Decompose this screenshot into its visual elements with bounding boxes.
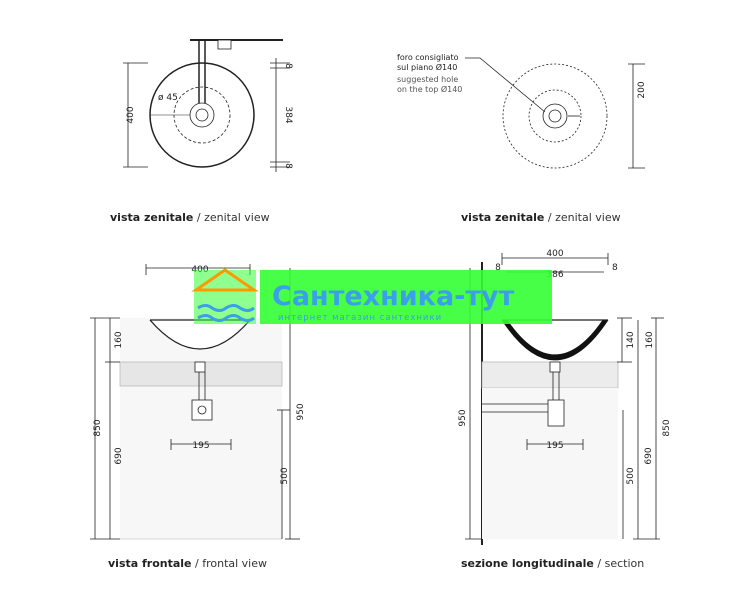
dim-section-195: 195 [546,441,563,451]
dim-front-690: 690 [114,447,124,464]
dim-384: 384 [283,106,293,123]
dim-front-950: 950 [296,403,306,420]
dim-front-195: 195 [192,441,209,451]
dim-section-386: 386 [546,270,563,280]
zenital-view-left [123,39,290,172]
note-suggested-hole-line4: on the top Ø140 [397,84,462,94]
caption-frontal-rest: / frontal view [191,557,268,570]
caption-zenital-left: vista zenitale / zenital view [110,211,270,224]
dim-section-400: 400 [546,249,563,259]
dim-8-bottom: 8 [283,163,293,169]
watermark-subtitle: интернет магазин сантехники [278,313,442,323]
watermark-title: Сантехника-тут [272,281,515,312]
caption-zenital-left-rest: / zenital view [193,211,270,224]
frontal-view [90,264,300,540]
dim-section-850: 850 [662,419,672,436]
dim-section-8-left: 8 [495,263,501,273]
note-suggested-hole-line3: suggested hole [397,75,458,84]
dim-section-500: 500 [626,467,636,484]
dim-section-8-right: 8 [612,263,618,273]
caption-zenital-left-bold: vista zenitale [110,211,194,224]
dim-400-left: 400 [126,106,136,123]
dim-hole-diameter: ø 45 [158,93,178,103]
caption-frontal-bold: vista frontale [108,557,192,570]
dim-8-top: 8 [283,63,293,69]
dim-section-160: 160 [645,331,655,348]
dim-front-160: 160 [114,331,124,348]
caption-zenital-right-bold: vista zenitale [461,211,545,224]
caption-zenital-right-rest: / zenital view [544,211,621,224]
caption-section-bold: sezione longitudinale [461,557,594,570]
caption-section-rest: / section [593,557,645,570]
caption-section: sezione longitudinale / section [461,557,644,570]
note-suggested-hole-line1: foro consigliato [397,53,459,62]
dim-section-950: 950 [458,409,468,426]
caption-zenital-right: vista zenitale / zenital view [461,211,621,224]
dim-200: 200 [637,81,647,98]
dim-front-500: 500 [280,467,290,484]
dim-section-140: 140 [626,331,636,348]
caption-frontal: vista frontale / frontal view [108,557,267,570]
section-view [465,253,664,545]
zenital-view-right [465,57,645,169]
watermark [191,268,552,324]
dim-front-850: 850 [93,419,103,436]
note-suggested-hole-line2: sul piano Ø140 [397,62,457,72]
dim-section-690: 690 [644,447,654,464]
